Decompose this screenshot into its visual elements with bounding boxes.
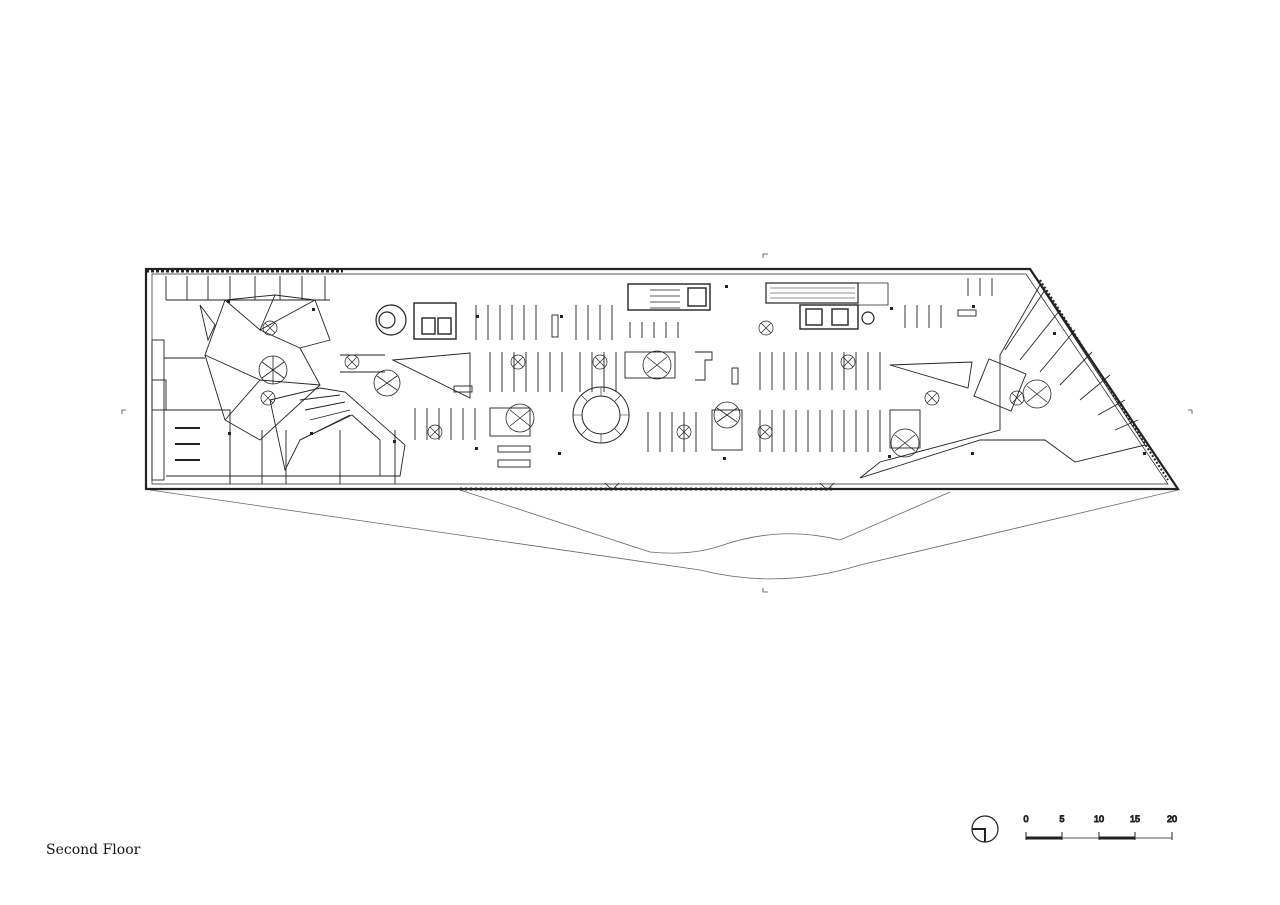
crop-marks	[121, 253, 1193, 593]
shelf-block-2	[340, 352, 617, 392]
planters	[260, 320, 1025, 440]
shelf-block-4	[759, 352, 881, 390]
tree-icon	[1022, 379, 1052, 409]
scale-tick-label: 15	[1130, 814, 1140, 824]
shelf-block-3	[414, 408, 697, 452]
shelf-block-1	[475, 305, 613, 340]
shelf-block-5	[759, 410, 881, 452]
scale-tick-label: 5	[1059, 814, 1064, 824]
north-arrow-icon	[971, 815, 999, 843]
tree-icon	[505, 403, 535, 433]
scale-bar: 0 5 10 15 20	[1023, 814, 1178, 840]
spiral-stair-icon	[572, 386, 630, 444]
stair-cores	[413, 283, 859, 340]
left-rooms	[151, 276, 396, 484]
entrance-doors	[604, 482, 835, 491]
trees	[258, 350, 1052, 458]
shelf-block-6	[629, 278, 993, 338]
triangle-benches	[391, 352, 973, 399]
tree-icon	[890, 428, 920, 458]
site-outline	[149, 489, 1179, 580]
tree-icon	[373, 369, 401, 397]
tree-icon	[258, 355, 288, 385]
drawing-title: Second Floor	[46, 842, 141, 858]
tree-icon	[642, 350, 672, 380]
right-wing	[859, 284, 1146, 479]
tree-icon	[713, 401, 741, 429]
scale-tick-label: 10	[1094, 814, 1104, 824]
faceted-pavilion-left	[204, 294, 331, 441]
round-stair-icon	[375, 304, 875, 336]
escalator-icon	[765, 282, 889, 306]
scale-tick-label: 0	[1023, 814, 1028, 824]
faceted-pavilion-center	[269, 387, 406, 477]
desks	[453, 309, 977, 468]
column-icon	[227, 285, 1146, 460]
scale-tick-label: 20	[1167, 814, 1177, 824]
